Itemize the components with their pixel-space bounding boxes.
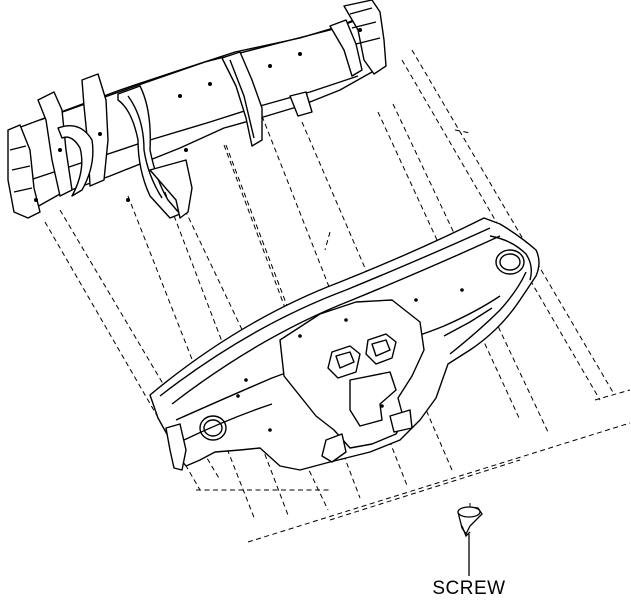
- screw-label: SCREW: [432, 578, 506, 599]
- screw-fastener: [457, 506, 483, 538]
- dashboard-panel: [149, 217, 540, 471]
- dashboard-reinforcement-frame: [7, 0, 387, 219]
